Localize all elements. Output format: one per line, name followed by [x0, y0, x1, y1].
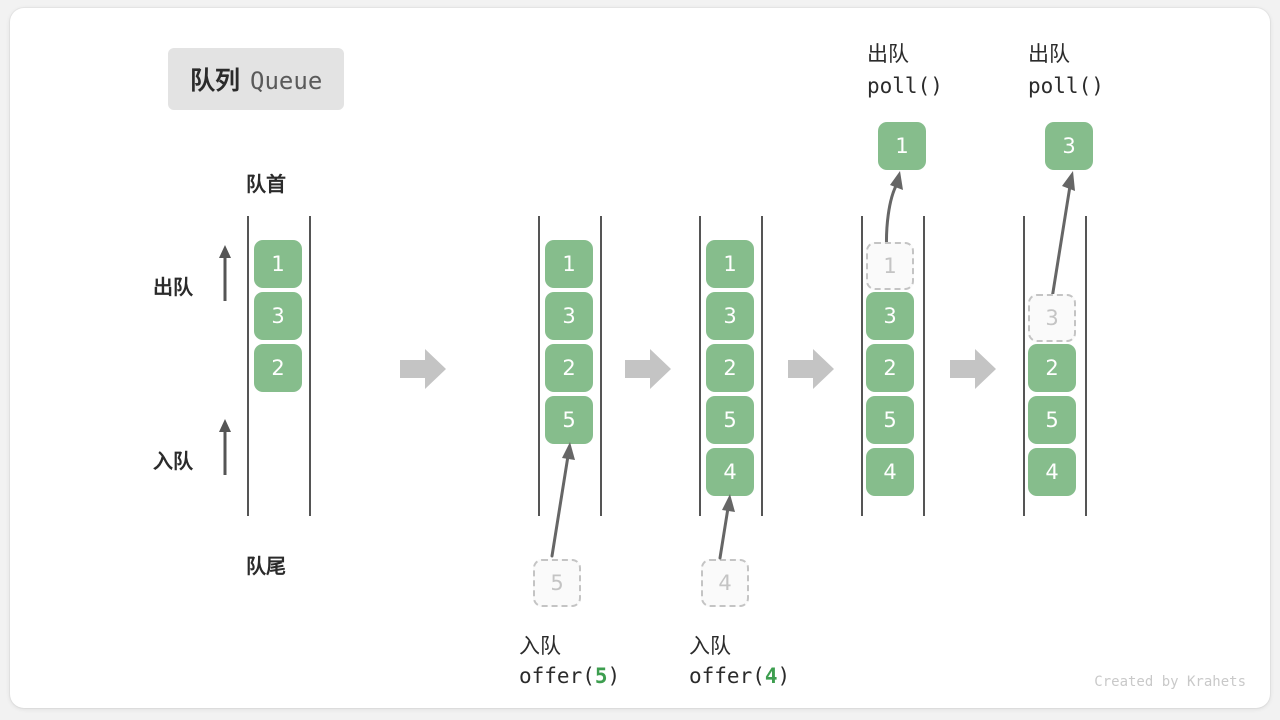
stage-offer5-label-code: offer(5) [519, 664, 620, 688]
offer5-code-pre: offer( [519, 664, 595, 688]
stage-offer5-ghost-element: 5 [533, 559, 581, 607]
stage-offer4-rail-right [761, 216, 763, 516]
stage-offer5-insert-arrow-icon [550, 442, 575, 558]
queue-head-label: 队首 [246, 172, 286, 196]
stage-poll3-cell-0: 2 [1028, 344, 1076, 392]
stage-poll3-rail-left [1023, 216, 1025, 516]
stage-poll1-ghost-element: 1 [866, 242, 914, 290]
stage-poll3-label-code: poll() [1028, 74, 1104, 98]
stage-initial-cell-1: 3 [254, 292, 302, 340]
flow-arrow-4-icon [950, 349, 996, 389]
stage-offer4-cell-3: 5 [706, 396, 754, 444]
stage-poll1-rail-right [923, 216, 925, 516]
stage-initial-rail-right [309, 216, 311, 516]
offer5-code-arg: 5 [594, 664, 608, 688]
stage-offer5-rail-left [538, 216, 540, 516]
stage-initial-cell-2: 2 [254, 344, 302, 392]
credit-text: Created by Krahets [1094, 674, 1246, 690]
stage-offer5-cell-1: 3 [545, 292, 593, 340]
stage-poll3-rail-right [1085, 216, 1087, 516]
dequeue-direction-label: 出队 [153, 275, 193, 299]
stage-poll3-popped-element: 3 [1045, 122, 1093, 170]
dequeue-direction-arrow-icon [219, 245, 231, 301]
stage-poll3-cell-1: 5 [1028, 396, 1076, 444]
stage-poll3-ghost-element: 3 [1028, 294, 1076, 342]
title-chinese: 队列 [190, 66, 241, 95]
stage-offer4-cell-1: 3 [706, 292, 754, 340]
stage-offer4-rail-left [699, 216, 701, 516]
stage-poll3-remove-arrow-icon [1048, 171, 1075, 313]
stage-offer5-cell-0: 1 [545, 240, 593, 288]
stage-initial-rail-left [247, 216, 249, 516]
stage-offer4-label-code: offer(4) [689, 664, 790, 688]
enqueue-direction-label: 入队 [153, 449, 193, 473]
stage-poll1-cell-2: 5 [866, 396, 914, 444]
stage-offer5-cell-3: 5 [545, 396, 593, 444]
stage-offer4-cell-0: 1 [706, 240, 754, 288]
offer5-code-post: ) [607, 664, 621, 688]
stage-poll1-cell-3: 4 [866, 448, 914, 496]
stage-offer4-label-cn: 入队 [689, 634, 731, 658]
stage-poll3-cell-2: 4 [1028, 448, 1076, 496]
stage-poll1-label-cn: 出队 [867, 42, 909, 66]
title-english: Queue [250, 67, 323, 95]
stage-poll1-cell-1: 2 [866, 344, 914, 392]
stage-initial-cell-0: 1 [254, 240, 302, 288]
stage-offer5-cell-2: 2 [545, 344, 593, 392]
stage-poll1-cell-0: 3 [866, 292, 914, 340]
flow-arrow-1-icon [400, 349, 446, 389]
flow-arrow-2-icon [625, 349, 671, 389]
stage-offer4-cell-2: 2 [706, 344, 754, 392]
stage-offer4-ghost-element: 4 [701, 559, 749, 607]
stage-offer5-label-cn: 入队 [519, 634, 561, 658]
enqueue-direction-arrow-icon [219, 419, 231, 475]
flow-arrow-3-icon [788, 349, 834, 389]
queue-tail-label: 队尾 [246, 554, 286, 578]
stage-offer5-rail-right [600, 216, 602, 516]
stage-poll1-popped-element: 1 [878, 122, 926, 170]
offer4-code-post: ) [777, 664, 791, 688]
offer4-code-pre: offer( [689, 664, 765, 688]
stage-poll1-label-code: poll() [867, 74, 943, 98]
offer4-code-arg: 4 [764, 664, 778, 688]
stage-poll3-label-cn: 出队 [1028, 42, 1070, 66]
stage-poll1-rail-left [861, 216, 863, 516]
stage-offer4-insert-arrow-icon [718, 494, 735, 560]
diagram-card: 队列 Queue 队首 队尾 出队 入队 1 3 2 1 3 2 5 5 入队 … [10, 8, 1270, 708]
stage-offer4-cell-4: 4 [706, 448, 754, 496]
diagram-title-badge: 队列 Queue [168, 48, 345, 110]
